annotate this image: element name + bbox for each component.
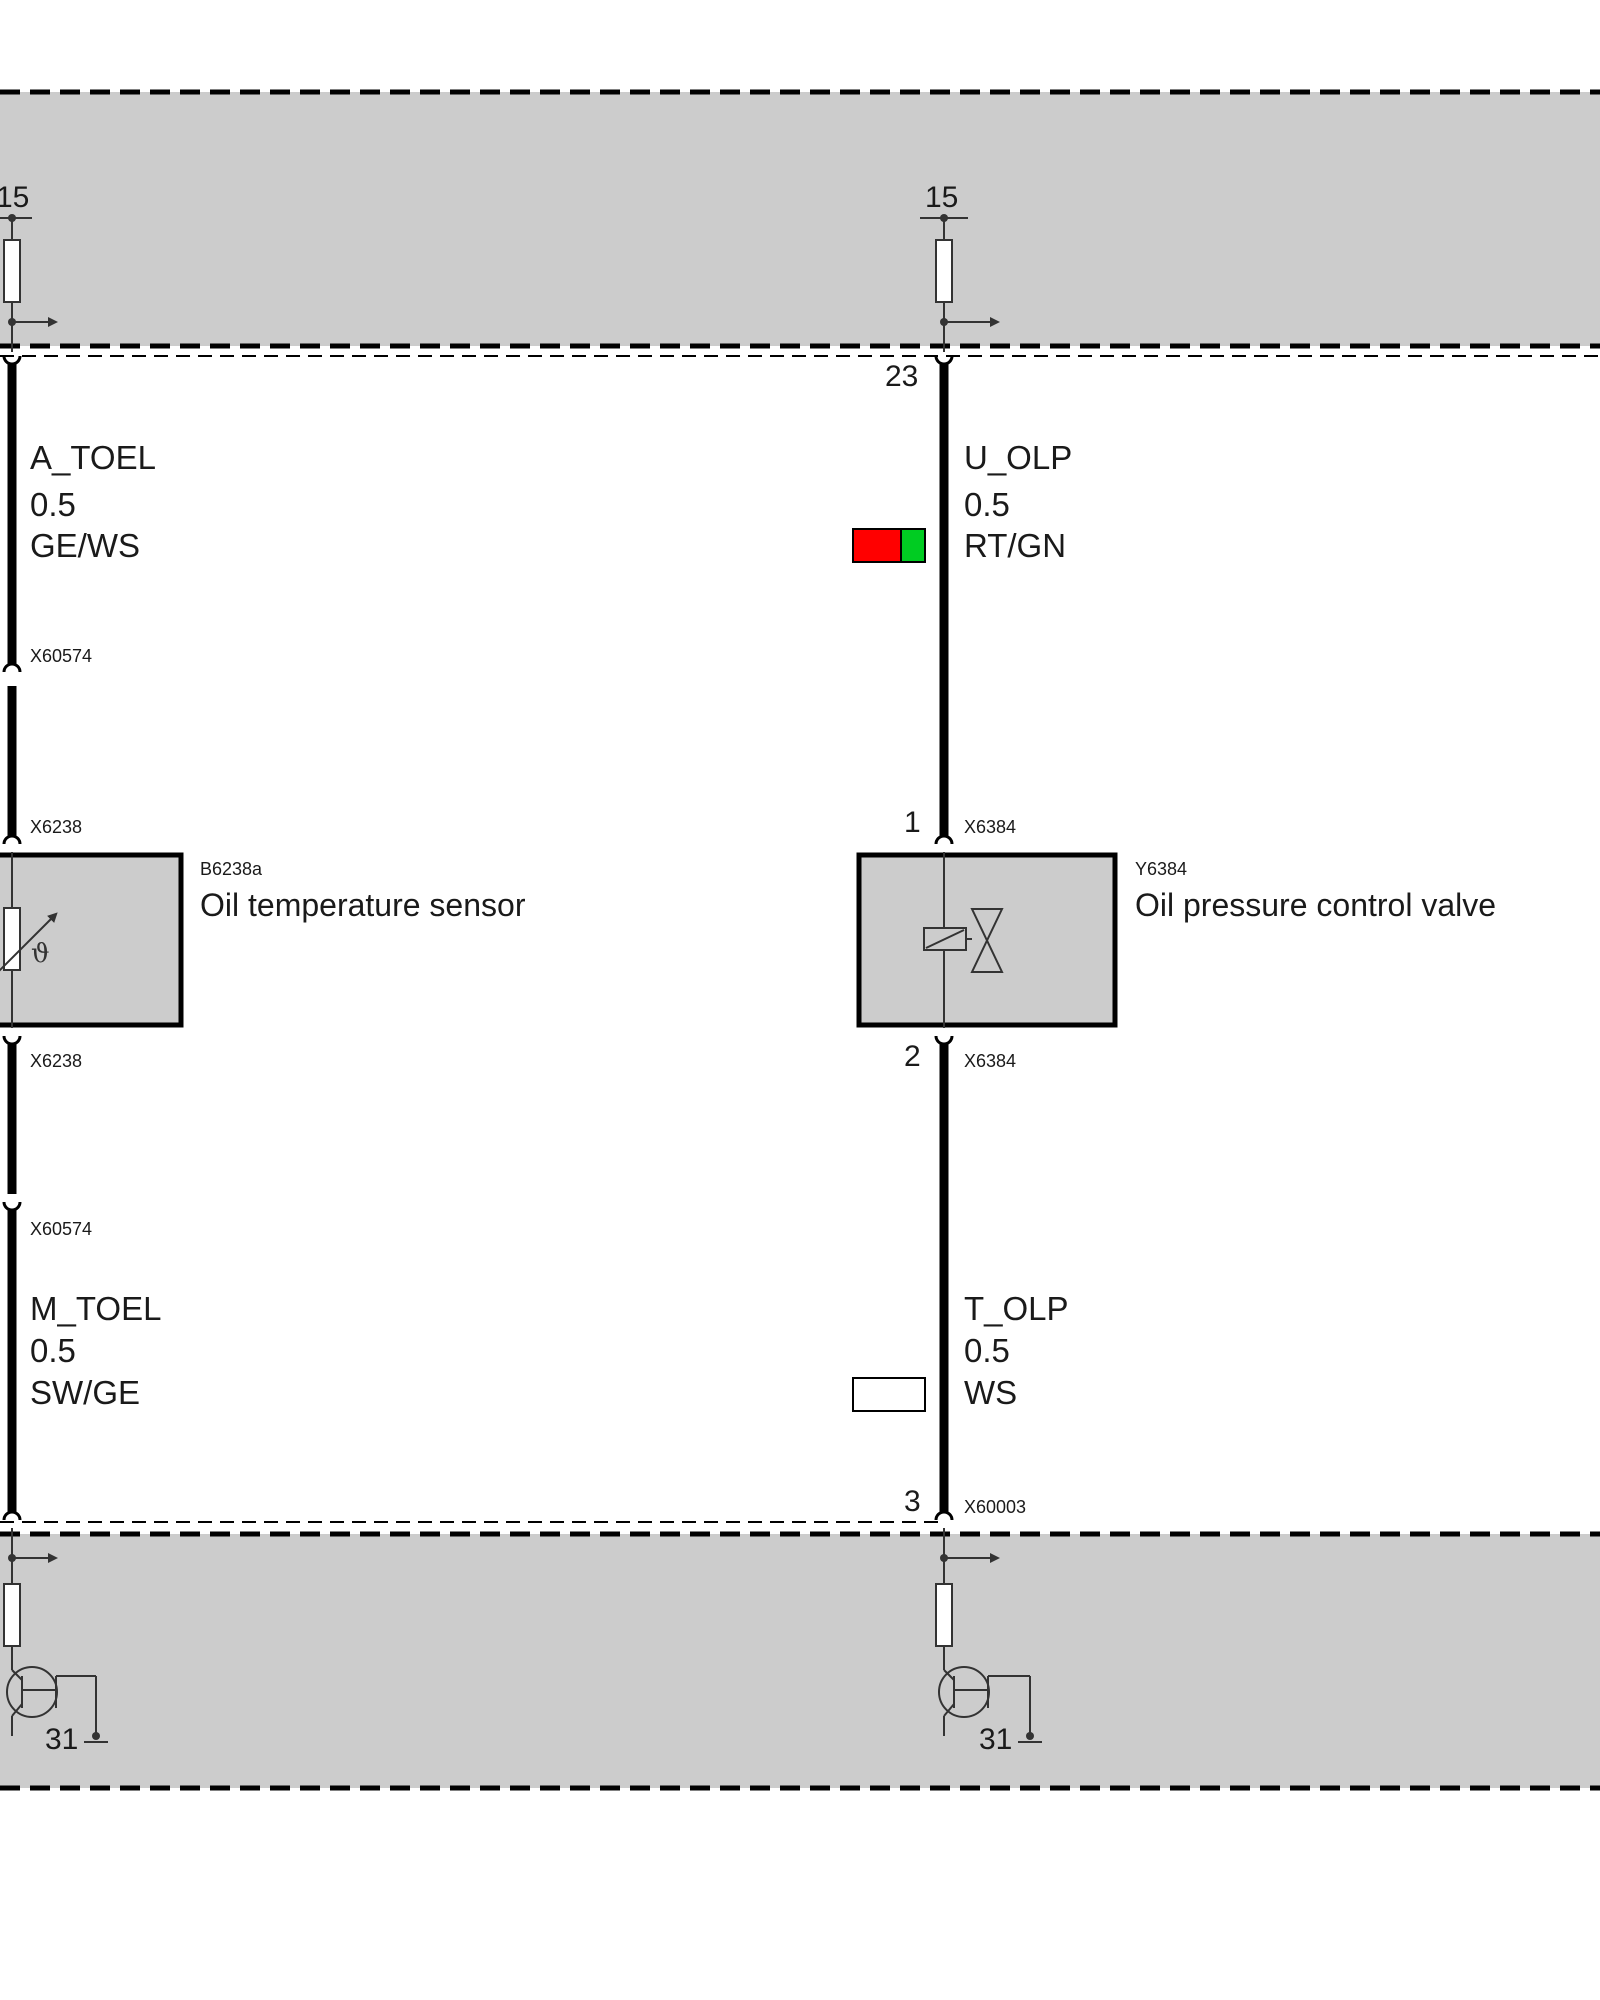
left-component-name: Oil temperature sensor bbox=[200, 887, 526, 923]
right-top-wire-color-code: RT/GN bbox=[964, 527, 1066, 564]
right-supply-circuit bbox=[920, 214, 1000, 352]
oil-pressure-control-valve bbox=[856, 852, 1118, 1028]
left-ground-terminal-31: 31 bbox=[45, 1723, 78, 1756]
right-ecu-pin-23: 23 bbox=[885, 360, 918, 393]
right-bottom-wire-color-code: WS bbox=[964, 1374, 1017, 1411]
left-bottom-wire-signal: M_TOEL bbox=[30, 1290, 161, 1327]
right-valve-connector-bottom: X6384 bbox=[964, 1051, 1016, 1071]
left-wire-top bbox=[2, 355, 22, 845]
left-sensor-connector-bottom: X6238 bbox=[30, 1051, 82, 1071]
left-top-wire-size: 0.5 bbox=[30, 486, 76, 523]
oil-temperature-sensor bbox=[0, 852, 184, 1028]
left-top-wire-signal: A_TOEL bbox=[30, 439, 156, 476]
right-terminal-15: 15 bbox=[925, 181, 958, 214]
right-ground-terminal-31: 31 bbox=[979, 1723, 1012, 1756]
left-top-wire-color-code: GE/WS bbox=[30, 527, 140, 564]
left-connector-upper: X60574 bbox=[30, 646, 92, 666]
right-top-wire-size: 0.5 bbox=[964, 486, 1010, 523]
left-output-transistor bbox=[3, 1528, 108, 1743]
right-wire-top bbox=[934, 355, 954, 845]
temperature-symbol: ϑ bbox=[31, 939, 50, 969]
right-output-transistor bbox=[935, 1528, 1042, 1743]
wire-color-swatch-rt-gn bbox=[852, 528, 926, 563]
left-terminal-15: 15 bbox=[0, 181, 29, 214]
left-supply-circuit bbox=[0, 214, 58, 352]
ecu-top-box bbox=[0, 89, 1600, 357]
left-sensor-connector-top: X6238 bbox=[30, 817, 82, 837]
right-valve-pin-2: 2 bbox=[904, 1040, 921, 1073]
right-ecu-connector-bottom: X60003 bbox=[964, 1497, 1026, 1517]
right-ecu-pin-3: 3 bbox=[904, 1485, 921, 1518]
right-component-name: Oil pressure control valve bbox=[1135, 887, 1496, 923]
left-wire-bottom bbox=[2, 1035, 22, 1521]
left-bottom-wire-size: 0.5 bbox=[30, 1332, 76, 1369]
right-top-wire-signal: U_OLP bbox=[964, 439, 1072, 476]
right-valve-connector-top: X6384 bbox=[964, 817, 1016, 837]
wire-color-swatch-ws bbox=[852, 1377, 926, 1412]
right-bottom-wire-signal: T_OLP bbox=[964, 1290, 1069, 1327]
right-bottom-wire-size: 0.5 bbox=[964, 1332, 1010, 1369]
right-wire-bottom bbox=[934, 1035, 954, 1521]
ecu-bottom-box bbox=[0, 1521, 1600, 1791]
right-component-id: Y6384 bbox=[1135, 859, 1187, 879]
right-valve-pin-1: 1 bbox=[904, 806, 921, 839]
left-connector-lower: X60574 bbox=[30, 1219, 92, 1239]
left-bottom-wire-color-code: SW/GE bbox=[30, 1374, 140, 1411]
left-component-id: B6238a bbox=[200, 859, 263, 879]
